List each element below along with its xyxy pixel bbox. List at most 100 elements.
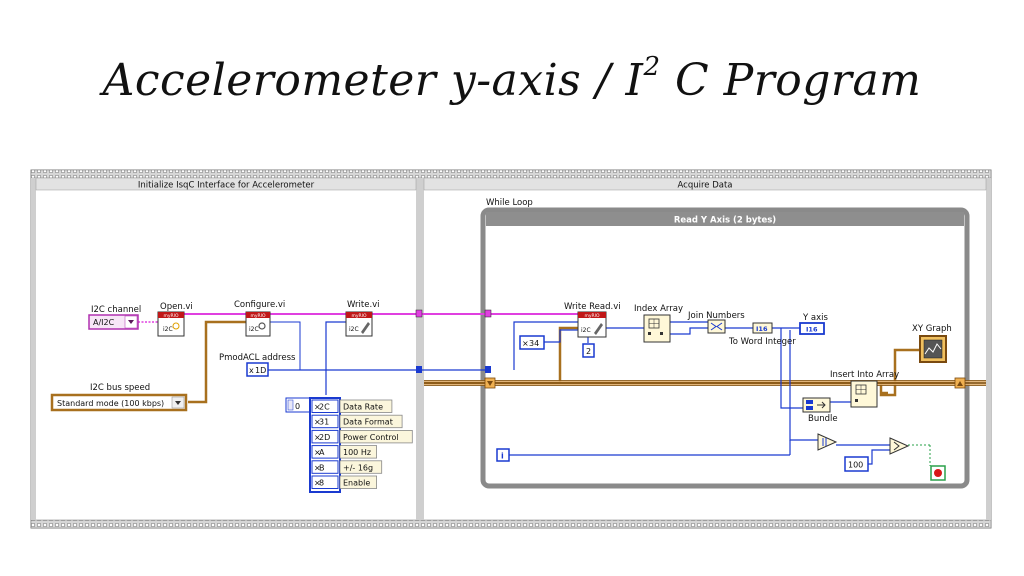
y-axis-type: I16: [806, 326, 818, 334]
frame-acquire-label: Acquire Data: [677, 181, 732, 191]
arrow-right-icon: [817, 401, 826, 409]
open-vi-label: Open.vi: [160, 302, 193, 312]
register-array-element[interactable]: [311, 475, 339, 489]
join-numbers-node[interactable]: [707, 319, 726, 334]
address-34-radix: ×: [522, 339, 529, 348]
register-array-element[interactable]: [311, 429, 339, 444]
pmodacl-address-value: 1D: [255, 366, 266, 375]
sun-icon: [172, 322, 180, 330]
open-vi-node[interactable]: [157, 311, 185, 337]
address-tunnel[interactable]: [416, 366, 422, 373]
refnum-tunnel[interactable]: [415, 309, 423, 318]
join-numbers-label: Join Numbers: [687, 311, 745, 321]
numeric-wire[interactable]: [246, 321, 890, 465]
register-radix: ×: [314, 403, 321, 412]
configure-vi-icon-text: i2C: [249, 326, 259, 333]
register-description: Power Control: [343, 433, 399, 442]
register-value: 8: [319, 479, 324, 488]
to-word-integer-label: To Word Integer: [728, 337, 796, 347]
register-description-box: [339, 475, 377, 489]
greater-than-icon: [893, 441, 900, 451]
register-description: Data Rate: [343, 403, 383, 412]
index-array-label: Index Array: [634, 304, 683, 314]
configure-vi-node[interactable]: [245, 311, 271, 337]
register-radix: ×: [314, 463, 321, 472]
slide-title: Accelerometer y-axis / I2 C Program: [0, 52, 1024, 106]
pmodacl-address-radix: x: [249, 366, 254, 375]
register-description: 100 Hz: [343, 448, 371, 457]
insert-into-array-node[interactable]: [850, 380, 878, 408]
compare-constant[interactable]: [844, 456, 869, 472]
iteration-terminal: [496, 448, 510, 462]
join-arrows-icon: [710, 322, 723, 331]
title-rest: C Program: [660, 55, 922, 106]
register-description: +/- 16g: [343, 463, 373, 472]
register-description-box: [339, 414, 403, 429]
index-array-node[interactable]: [643, 314, 671, 343]
to-word-integer-type: I16: [756, 325, 768, 333]
title-main: Accelerometer y-axis / I: [102, 55, 644, 106]
configure-vi-label: Configure.vi: [234, 300, 285, 310]
gear-icon: [258, 322, 266, 330]
pmodacl-address-constant[interactable]: [246, 362, 269, 377]
graph-plot-icon: [924, 343, 942, 355]
bytes-2-value: 2: [586, 347, 591, 356]
refnum-wire[interactable]: [138, 313, 578, 323]
address-34-constant[interactable]: [519, 335, 545, 350]
i2c-channel-control[interactable]: [88, 314, 139, 330]
register-value: 2D: [319, 433, 330, 442]
y-axis-label: Y axis: [802, 313, 828, 323]
while-loop[interactable]: [480, 207, 970, 489]
write-vi-badge: myRIO: [351, 313, 367, 319]
array-index-value: 0: [295, 402, 300, 411]
write-read-vi-icon-text: i2C: [581, 327, 591, 334]
y-axis-indicator[interactable]: [799, 322, 825, 335]
write-read-vi-node[interactable]: [577, 311, 607, 338]
register-array-element[interactable]: [311, 445, 339, 459]
i2c-bus-speed-label: I2C bus speed: [90, 383, 150, 393]
register-value: A: [319, 448, 325, 457]
compare-value: 100: [848, 461, 863, 470]
write-vi-node[interactable]: [345, 311, 373, 337]
stop-icon: [934, 469, 942, 477]
while-loop-label: While Loop: [486, 198, 533, 208]
greater-than-node[interactable]: [889, 437, 910, 455]
to-word-integer-node[interactable]: [752, 322, 773, 334]
register-value: 31: [319, 418, 329, 427]
configure-vi-badge: myRIO: [250, 313, 266, 319]
chevron-down-icon: [175, 401, 181, 405]
register-description-box: [339, 460, 383, 474]
register-radix: ×: [314, 448, 321, 457]
register-radix: ×: [314, 433, 321, 442]
write-vi-label: Write.vi: [347, 300, 380, 310]
loop-refnum-tunnel[interactable]: [484, 309, 492, 318]
write-read-vi-badge: myRIO: [584, 313, 600, 319]
register-array-element[interactable]: [311, 414, 339, 429]
register-array-element[interactable]: [311, 399, 339, 413]
i2c-bus-speed-control[interactable]: [50, 393, 188, 412]
bytes-2-constant[interactable]: [582, 343, 595, 358]
register-description: Data Format: [343, 418, 393, 427]
register-description-box: [339, 399, 393, 413]
register-description: Enable: [343, 479, 370, 488]
chevron-down-icon: [128, 320, 134, 324]
bundle-node[interactable]: [802, 397, 831, 413]
open-vi-badge: myRIO: [163, 313, 179, 319]
flat-sequence-structure[interactable]: [30, 169, 992, 529]
bundle-label: Bundle: [808, 414, 838, 424]
write-vi-icon-text: i2C: [349, 326, 359, 333]
stop-terminal[interactable]: [930, 465, 946, 481]
pencil-icon: [594, 323, 603, 335]
insert-into-array-label: Insert Into Array: [830, 370, 899, 380]
register-array-element[interactable]: [311, 460, 339, 474]
title-superscript: 2: [643, 52, 661, 82]
convert-node[interactable]: [817, 433, 838, 451]
pencil-icon: [361, 322, 370, 334]
open-vi-icon-text: i2C: [163, 326, 173, 333]
xy-graph-indicator[interactable]: [919, 335, 947, 363]
register-description-box: [339, 429, 413, 444]
i2c-channel-label: I2C channel: [91, 305, 141, 315]
loop-address-tunnel[interactable]: [485, 366, 491, 373]
pmodacl-address-label: PmodACL address: [219, 353, 296, 363]
